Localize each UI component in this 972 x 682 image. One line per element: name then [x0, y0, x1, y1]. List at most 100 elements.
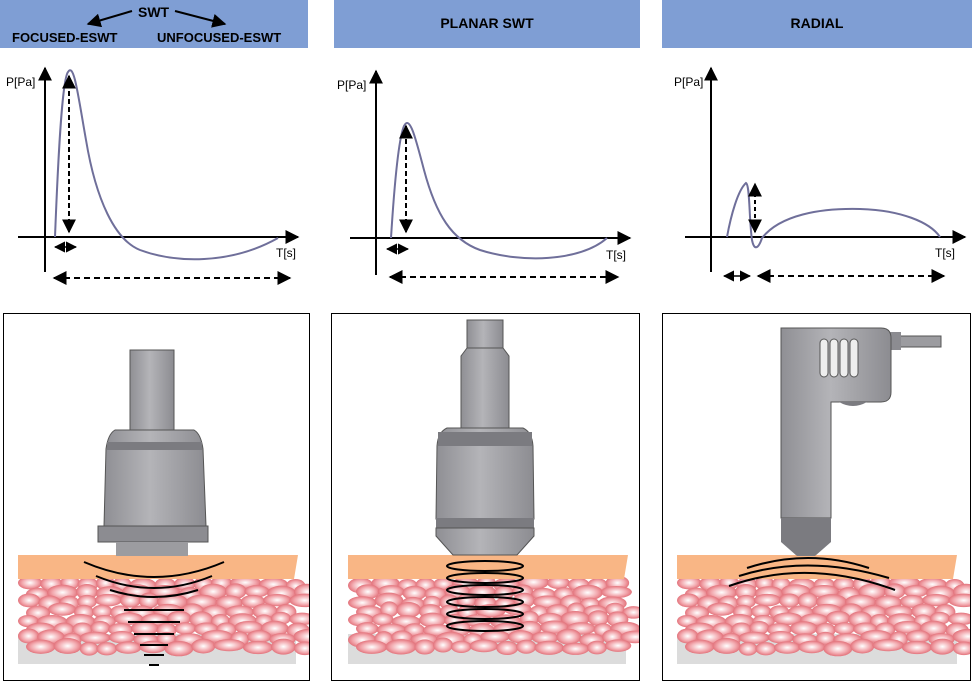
muscle-cell	[293, 641, 309, 656]
muscle-cell	[244, 585, 270, 598]
muscle-cell	[826, 610, 851, 626]
muscle-cell	[480, 630, 510, 643]
header-radial: RADIAL	[662, 0, 972, 48]
muscle-cell	[516, 639, 537, 654]
radial-waves	[728, 557, 896, 591]
muscle-cell	[288, 612, 309, 626]
muscle-cell	[546, 576, 570, 589]
muscle-cell	[385, 639, 417, 655]
muscle-cell	[271, 638, 296, 655]
skin-layer	[18, 555, 298, 579]
muscle-cell	[18, 576, 43, 590]
muscle-cell	[90, 620, 111, 635]
muscle-cell	[587, 610, 609, 627]
muscle-cell	[79, 631, 111, 644]
muscle-cell	[772, 612, 803, 625]
muscle-cell	[753, 593, 782, 607]
muscle-cell	[735, 583, 757, 600]
x-axis-label: T[s]	[606, 248, 626, 262]
muscle-cell	[952, 628, 970, 644]
unfocused-eswt-label: UNFOCUSED-ESWT	[157, 30, 282, 45]
muscle-cell	[774, 641, 801, 654]
muscle-cell	[531, 631, 559, 644]
header-swt: SWT FOCUSED-ESWT UNFOCUSED-ESWT	[0, 0, 308, 48]
muscle-cell	[823, 640, 853, 657]
muscle-cell	[572, 584, 603, 601]
planar-applicator	[435, 319, 535, 556]
muscle-cell	[911, 603, 937, 619]
muscle-cell	[712, 637, 741, 654]
header-swt-title: SWT	[138, 4, 170, 20]
muscle-cell	[130, 621, 159, 636]
header-planar: PLANAR SWT	[334, 0, 640, 48]
x-axis-label: T[s]	[276, 246, 296, 260]
muscle-cell	[174, 622, 197, 635]
muscle-cell	[677, 593, 700, 608]
muscle-cell	[922, 593, 951, 607]
illustration-planar	[331, 313, 640, 681]
muscle-cell	[738, 641, 758, 656]
y-axis-label: P[Pa]	[6, 75, 35, 89]
muscle-cell	[469, 639, 499, 653]
illustration-focused	[3, 313, 310, 681]
muscle-cell	[139, 640, 167, 654]
muscle-cell	[903, 585, 929, 598]
muscle-cell	[947, 612, 970, 626]
muscle-cell	[356, 584, 380, 600]
muscle-cell	[414, 639, 436, 655]
muscle-cell	[79, 641, 99, 656]
swt-arrow-left	[86, 10, 133, 28]
muscle-cell	[496, 640, 519, 656]
chart-planar: P[Pa] T[s]	[337, 69, 632, 284]
muscle-cell	[371, 613, 394, 626]
planar-waves	[446, 560, 524, 632]
chart-radial: P[Pa] T[s]	[674, 66, 967, 283]
muscle-cell	[677, 576, 702, 590]
muscle-cell	[600, 585, 632, 599]
y-axis-label: P[Pa]	[337, 78, 366, 92]
muscle-cell	[738, 631, 770, 644]
muscle-cell	[402, 585, 427, 601]
muscle-cell	[850, 638, 875, 654]
muscle-cell	[750, 604, 772, 618]
y-axis-label: P[Pa]	[674, 75, 703, 89]
muscle-cell	[948, 593, 970, 608]
muscle-tissue	[348, 574, 639, 656]
chart-focused: P[Pa] T[s]	[6, 66, 300, 285]
muscle-cell	[25, 639, 56, 654]
pressure-curve	[54, 69, 279, 261]
muscle-cell	[797, 592, 818, 609]
muscle-cell	[707, 602, 736, 616]
muscle-cell	[94, 593, 123, 607]
muscle-cell	[561, 642, 590, 655]
muscle-cell	[930, 638, 955, 655]
muscle-cell	[677, 628, 699, 644]
muscle-cell	[289, 593, 309, 608]
muscle-cell	[224, 583, 247, 599]
muscle-cell	[815, 631, 836, 645]
muscle-cell	[433, 637, 453, 653]
focused-applicator	[97, 349, 209, 556]
muscle-cell	[18, 593, 41, 608]
muscle-tissue	[677, 575, 970, 657]
muscle-cell	[242, 640, 274, 655]
muscle-cell	[96, 642, 118, 656]
focused-eswt-label: FOCUSED-ESWT	[12, 30, 118, 45]
muscle-cell	[53, 637, 82, 654]
muscle-cell	[48, 602, 77, 616]
muscle-cell	[901, 640, 933, 655]
muscle-cell	[749, 620, 770, 635]
muscle-cell	[556, 628, 582, 645]
muscle-cell	[767, 631, 795, 644]
muscle-cell	[108, 631, 136, 644]
muscle-cell	[76, 583, 98, 600]
muscle-cell	[872, 639, 904, 652]
illustration-radial	[662, 313, 971, 681]
muscle-cell	[120, 593, 141, 608]
muscle-cell	[779, 593, 800, 608]
muscle-cell	[604, 639, 632, 652]
muscle-tissue	[18, 575, 309, 657]
muscle-cell	[156, 631, 177, 645]
muscle-cell	[952, 641, 970, 656]
